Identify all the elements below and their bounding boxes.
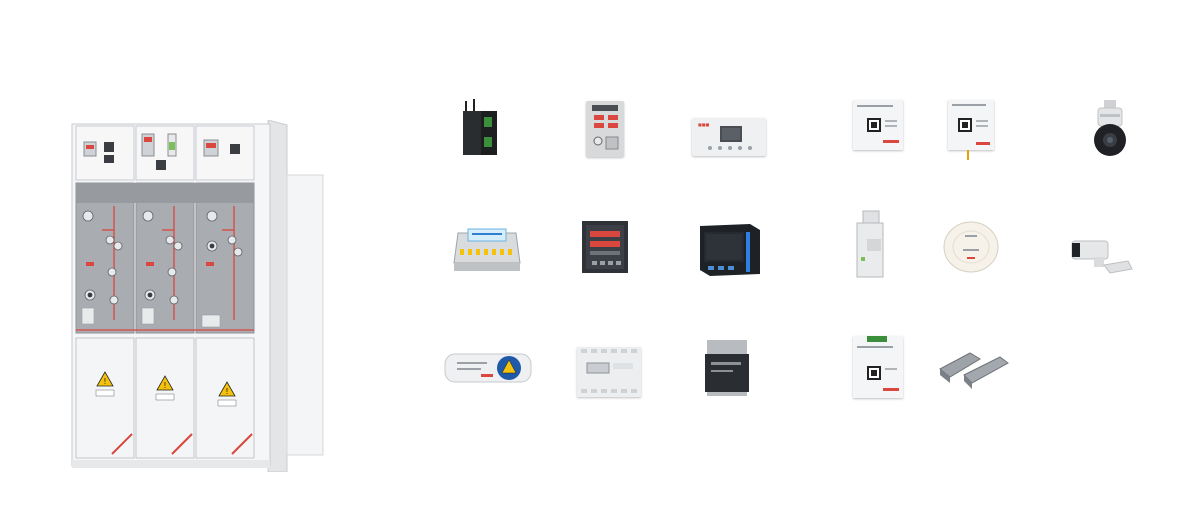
svg-text:!: !: [163, 381, 166, 390]
bullet-camera: [1070, 235, 1136, 275]
wireless-sensor-qr-1: [853, 100, 903, 150]
svg-text:!: !: [225, 387, 228, 396]
multifunction-meter-lcd: ■■■: [692, 118, 766, 156]
protection-relay: [586, 101, 624, 157]
switchgear-cabinet: ! ! !: [62, 119, 324, 473]
temperature-tag: [443, 348, 533, 386]
magnetic-door-contact: [936, 345, 1010, 391]
din-energy-meter: [577, 347, 641, 397]
round-smoke-detector: [941, 219, 1001, 275]
switchgear-cabinet-graphic: ! ! !: [71, 119, 324, 473]
terminal-sensor-module: [452, 225, 522, 275]
wireless-sensor-qr-3: [853, 334, 903, 398]
din-gateway: [703, 338, 751, 398]
din-power-supply: [853, 209, 887, 281]
panel-meter-blue: [698, 222, 762, 278]
svg-text:!: !: [103, 377, 106, 386]
industrial-router: [459, 97, 505, 159]
dome-camera: [1090, 100, 1130, 162]
panel-meter-square: [580, 219, 630, 275]
svg-text:■■■: ■■■: [698, 122, 710, 127]
wireless-sensor-qr-2: [948, 100, 994, 160]
